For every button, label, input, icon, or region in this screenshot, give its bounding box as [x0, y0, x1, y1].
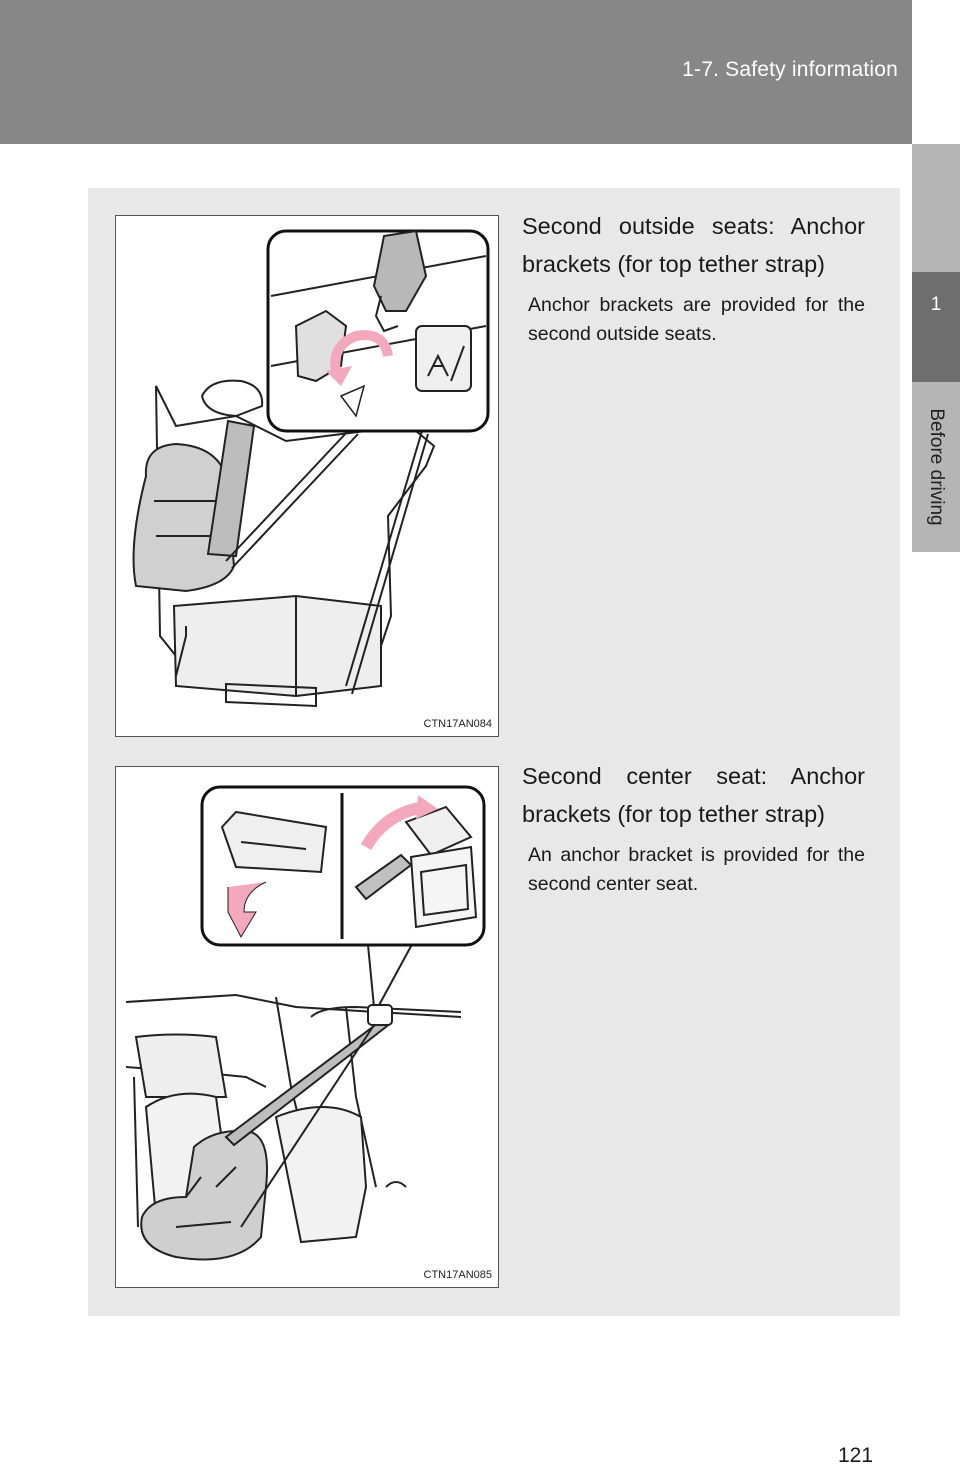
chapter-label-tab [912, 382, 960, 552]
section-heading: Second outside seats: Anchor brackets (f… [522, 213, 865, 277]
figure-code: CTN17AN084 [423, 718, 492, 730]
section-title: 1-7. Safety information [682, 58, 898, 81]
section-heading: Second center seat: Anchor brackets (for… [522, 763, 865, 827]
page-number: 121 [838, 1444, 874, 1467]
chapter-tab-bottom [912, 552, 960, 1484]
section-description: Anchor brackets are provided for the sec… [528, 294, 865, 345]
figure-center-seat-anchor: CTN17AN085 [115, 766, 499, 1288]
chapter-tab-top [912, 144, 960, 272]
section-center-seat: Second center seat: Anchor brackets (for… [522, 757, 865, 899]
outside-seat-illustration [132, 229, 490, 708]
center-seat-illustration [125, 785, 486, 1261]
chapter-number: 1 [930, 294, 942, 315]
figure-outside-seat-anchor: CTN17AN084 [115, 215, 499, 737]
figure-code: CTN17AN085 [423, 1269, 492, 1281]
chapter-label: Before driving [926, 408, 947, 526]
page-header: 1-7. Safety information [0, 0, 960, 144]
section-description: An anchor bracket is provided for the se… [528, 844, 865, 895]
chapter-number-tab [912, 272, 960, 382]
section-outside-seats: Second outside seats: Anchor brackets (f… [522, 207, 865, 349]
